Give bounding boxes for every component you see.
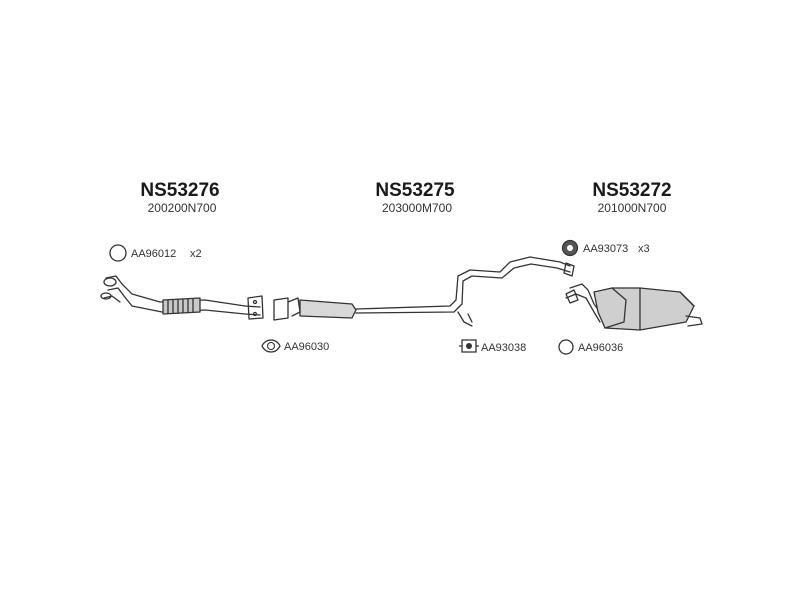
front-pipe-drawing (100, 275, 264, 320)
accessory-code-aa96012: AA96012 (131, 248, 177, 260)
rear-silencer-drawing (565, 283, 703, 331)
accessory-code-aa96036: AA96036 (578, 342, 624, 354)
part-number-rear-silencer: NS53272 (592, 180, 672, 201)
part-number-centre-pipe: NS53275 (375, 180, 455, 201)
part-number-front-pipe: NS53276 (140, 180, 220, 201)
oe-number-rear-silencer: 201000N700 (597, 201, 667, 215)
oe-number-front-pipe: 200200N700 (147, 201, 217, 215)
centre-pipe-drawing (273, 256, 575, 327)
accessory-code-aa93073: AA93073 (583, 243, 629, 255)
accessory-code-aa93038: AA93038 (481, 342, 527, 354)
accessory-qty-aa93073: x3 (638, 243, 650, 255)
accessory-code-aa96030: AA96030 (284, 341, 330, 353)
oe-number-centre-pipe: 203000M700 (381, 201, 453, 215)
accessory-qty-aa96012: x2 (190, 248, 202, 260)
